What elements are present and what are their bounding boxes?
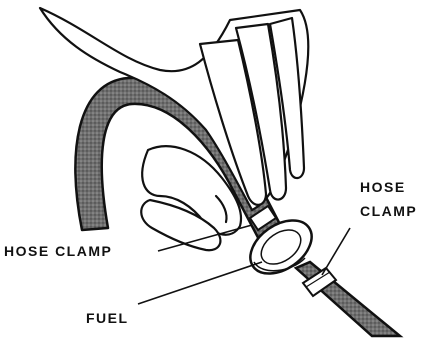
fuel-hose-lower bbox=[296, 262, 400, 336]
leader-hose-clamp-right bbox=[322, 228, 350, 275]
label-hose-clamp-right-line1: HOSE bbox=[360, 179, 406, 195]
label-hose-clamp-right-line2: CLAMP bbox=[360, 203, 417, 219]
label-fuel: FUEL bbox=[86, 310, 129, 326]
label-hose-clamp-left: HOSE CLAMP bbox=[4, 243, 112, 259]
leader-fuel bbox=[138, 262, 262, 304]
